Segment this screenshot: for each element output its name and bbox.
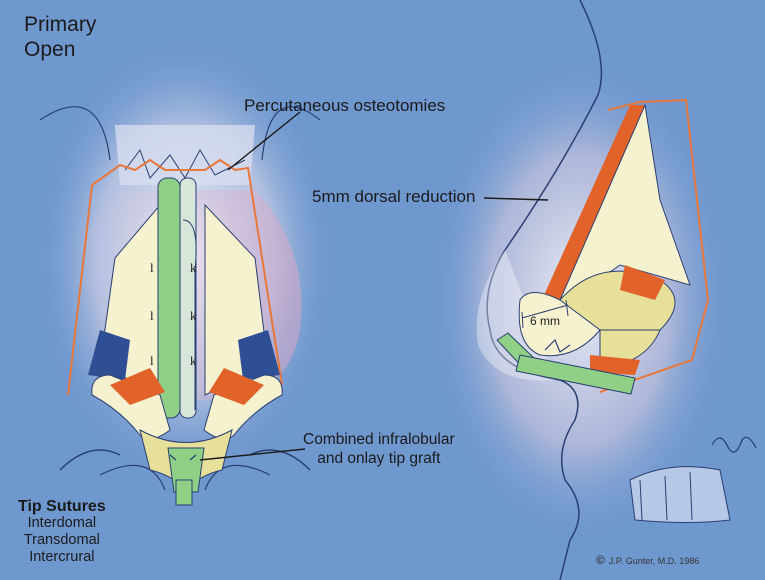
- tip-graft-line-2: and onlay tip graft: [303, 449, 455, 468]
- title-line-2: Open: [24, 37, 96, 62]
- spreader-graft-left: [158, 178, 180, 418]
- copyright: © J.P. Gunter, M.D. 1986: [596, 553, 699, 567]
- label-measurement: 6 mm: [530, 314, 560, 328]
- lateral-nose-view: [430, 0, 730, 580]
- diagram-title: Primary Open: [24, 12, 96, 62]
- label-osteotomies: Percutaneous osteotomies: [244, 96, 445, 116]
- cartilage-mark: k: [190, 308, 197, 323]
- cartilage-mark: k: [190, 260, 197, 275]
- label-dorsal-reduction: 5mm dorsal reduction: [312, 187, 475, 207]
- cartilage-mark: l: [150, 308, 154, 323]
- ala-contour-left: [60, 450, 120, 470]
- tip-suture-item: Intercrural: [18, 549, 106, 566]
- title-line-1: Primary: [24, 12, 96, 37]
- cartilage-mark: l: [150, 260, 154, 275]
- tip-suture-item: Interdomal: [18, 515, 106, 532]
- tip-graft-line-1: Combined infralobular: [303, 430, 455, 449]
- copyright-icon: ©: [596, 553, 605, 567]
- dorsal-septum: [180, 178, 196, 418]
- copyright-text: J.P. Gunter, M.D. 1986: [609, 556, 699, 566]
- tip-sutures-title: Tip Sutures: [18, 498, 106, 515]
- cartilage-mark: k: [190, 353, 197, 368]
- tip-sutures-legend: Tip Sutures Interdomal Transdomal Interc…: [18, 498, 106, 566]
- tip-suture-item: Transdomal: [18, 532, 106, 549]
- columellar-strut: [176, 480, 192, 505]
- artist-signature: [712, 437, 756, 452]
- ala-contour-right: [250, 450, 310, 470]
- teeth: [630, 467, 730, 523]
- cartilage-mark: l: [150, 353, 154, 368]
- label-tip-graft: Combined infralobular and onlay tip graf…: [303, 430, 455, 468]
